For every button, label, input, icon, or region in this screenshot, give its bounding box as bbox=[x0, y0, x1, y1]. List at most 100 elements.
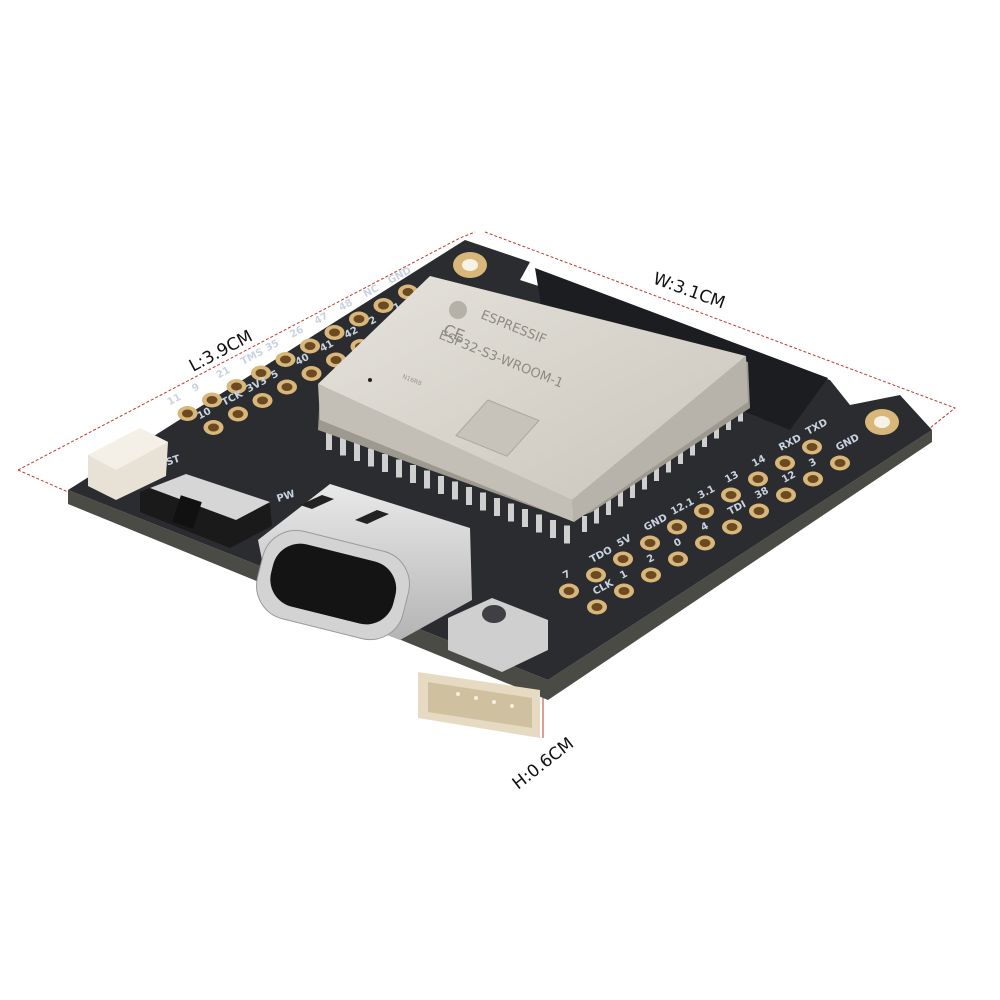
header-pad bbox=[559, 583, 579, 599]
espressif-logo-icon bbox=[449, 301, 467, 319]
length-guide bbox=[17, 231, 476, 471]
header-pad bbox=[748, 471, 768, 487]
module-pin bbox=[654, 465, 659, 481]
header-pad bbox=[614, 583, 634, 599]
module-pin bbox=[666, 456, 671, 473]
module-pin bbox=[690, 439, 695, 456]
header-pad bbox=[226, 379, 247, 394]
pin-label: 4 bbox=[699, 521, 710, 534]
header-pad bbox=[349, 311, 369, 327]
header-pad bbox=[830, 455, 850, 471]
header-pad bbox=[803, 471, 823, 487]
module-pin bbox=[382, 454, 388, 472]
module-pin bbox=[396, 459, 402, 478]
module-pin bbox=[480, 492, 486, 511]
module-pin bbox=[630, 482, 635, 498]
header-pad bbox=[202, 392, 222, 408]
module-pin bbox=[438, 476, 444, 494]
pin-label: 3 bbox=[807, 457, 818, 470]
pin-label: 11 bbox=[166, 392, 183, 408]
header-pad bbox=[775, 455, 795, 471]
pin-label: 47 bbox=[313, 311, 330, 327]
pin-label: 21 bbox=[215, 365, 232, 381]
module-pin bbox=[368, 448, 374, 467]
pin-label: 1 bbox=[618, 569, 629, 582]
module-pin bbox=[678, 448, 683, 464]
mounting-hole-right bbox=[865, 409, 899, 435]
height-label: H:0.6CM bbox=[509, 734, 578, 794]
header-pad bbox=[373, 298, 394, 313]
usb-latch-icon bbox=[355, 510, 389, 524]
module-pin bbox=[326, 432, 332, 450]
reset-button[interactable] bbox=[448, 598, 548, 672]
module-pin bbox=[508, 503, 514, 522]
usb-latch-icon bbox=[300, 495, 334, 509]
module-pin bbox=[354, 443, 360, 461]
battery-connector bbox=[88, 428, 168, 500]
header-pad bbox=[776, 487, 796, 503]
header-pad bbox=[722, 519, 742, 535]
header-pad bbox=[300, 338, 320, 354]
header-pad bbox=[277, 379, 297, 395]
module-pin bbox=[714, 422, 719, 439]
module-pin bbox=[550, 520, 556, 538]
width-label: W:3.1CM bbox=[650, 269, 727, 313]
header-pad bbox=[586, 567, 606, 583]
module-pins bbox=[326, 405, 743, 544]
header-pad bbox=[587, 599, 607, 615]
header-pad bbox=[641, 567, 661, 583]
pin-label: 2 bbox=[645, 553, 656, 566]
header-pad bbox=[668, 551, 688, 567]
pin-label: PW bbox=[276, 489, 297, 505]
mounting-hole-top-left bbox=[453, 252, 487, 278]
header-pad bbox=[324, 325, 345, 340]
qr-code bbox=[455, 399, 540, 457]
header-pad bbox=[251, 365, 271, 381]
header-pad bbox=[667, 519, 687, 535]
pin-label: 5 bbox=[269, 369, 280, 382]
pin-label: 26 bbox=[288, 324, 305, 340]
module-pin bbox=[424, 470, 430, 489]
header-pad bbox=[640, 535, 660, 551]
header-pad bbox=[749, 503, 769, 519]
esp32-module: ESPRESSIF ESP32-S3-WROOM-1 CE N16R8 bbox=[318, 276, 750, 522]
header-pad bbox=[694, 503, 714, 519]
header-pad bbox=[203, 420, 224, 435]
pin-label: 2 bbox=[367, 315, 378, 328]
length-guide-end bbox=[17, 469, 69, 493]
header-pad bbox=[721, 487, 741, 503]
pin-label: 7 bbox=[561, 569, 572, 582]
header-pad bbox=[695, 535, 715, 551]
header-pad bbox=[177, 406, 198, 421]
pcb-edge bbox=[68, 430, 932, 700]
header-pad bbox=[802, 439, 822, 455]
module-pin bbox=[466, 487, 472, 505]
pin1-dot bbox=[368, 378, 372, 382]
usb-c-port[interactable] bbox=[249, 484, 472, 647]
module-pin bbox=[340, 437, 346, 456]
module-pin bbox=[618, 490, 623, 507]
module-pin bbox=[452, 481, 458, 500]
header-pad bbox=[613, 551, 633, 567]
module-pin bbox=[522, 509, 528, 527]
header-pad bbox=[275, 352, 296, 367]
module-pin bbox=[410, 465, 416, 483]
module-pin bbox=[702, 431, 707, 447]
module-pin bbox=[642, 473, 647, 490]
module-pin bbox=[606, 499, 611, 515]
module-pin bbox=[582, 516, 587, 532]
pin-label: 35 bbox=[264, 338, 281, 354]
module-pin bbox=[564, 525, 570, 544]
power-switch[interactable] bbox=[140, 474, 272, 548]
pin-label: 0 bbox=[672, 537, 683, 550]
header-pad bbox=[301, 366, 322, 381]
module-pin bbox=[536, 514, 542, 533]
pin-label: 9 bbox=[190, 382, 201, 395]
module-pin bbox=[494, 498, 500, 516]
bottom-connector bbox=[418, 672, 540, 738]
header-pad bbox=[228, 406, 248, 422]
module-pin bbox=[594, 507, 599, 524]
header-pad bbox=[252, 393, 273, 408]
width-guide bbox=[484, 231, 956, 429]
